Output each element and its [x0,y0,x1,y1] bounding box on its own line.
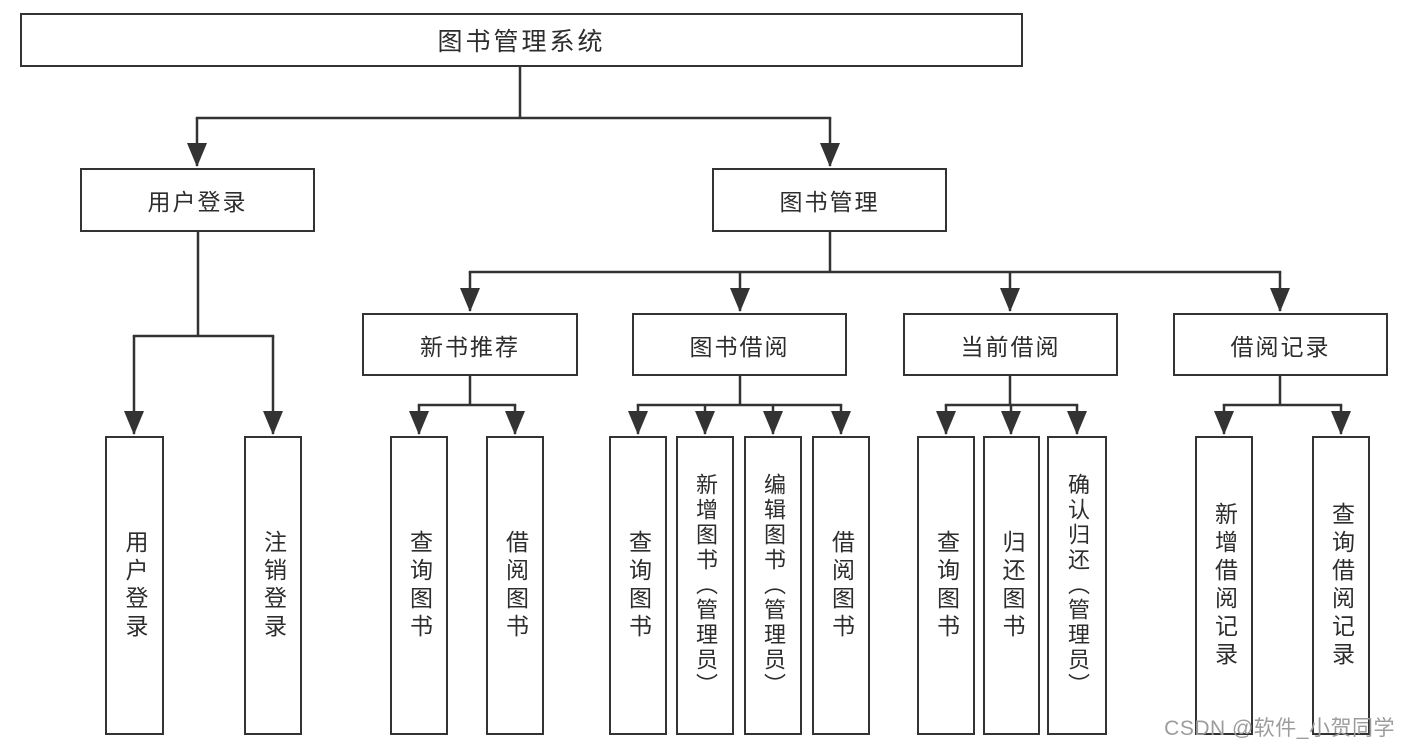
node-label: 归还图书 [999,529,1025,642]
node-book-borrowing: 图书借阅 [632,313,847,376]
node-borrowing-records: 借阅记录 [1173,313,1388,376]
leaf-bb-query-books: 查询图书 [609,436,667,735]
leaf-br-add-borrow-record: 新增借阅记录 [1195,436,1253,735]
node-label: 新增借阅记录 [1211,501,1238,670]
leaf-logout-login: 注销登录 [244,436,302,735]
leaf-bb-borrow-books: 借阅图书 [812,436,870,735]
node-label: 查询图书 [933,529,960,642]
node-label: 确认归还（管理员） [1065,473,1090,698]
node-label: 用户登录 [147,189,248,215]
leaf-user-login: 用户登录 [105,436,164,735]
node-library-system: 图书管理系统 [20,13,1023,67]
node-label: 借阅图书 [828,529,855,642]
node-label: 当前借阅 [960,333,1061,360]
leaf-cb-confirm-return-admin: 确认归还（管理员） [1047,436,1107,735]
node-label: 注销登录 [260,529,287,642]
node-label: 借阅图书 [502,529,529,642]
node-user-login: 用户登录 [80,168,315,232]
node-label: 新书推荐 [420,333,520,360]
node-label: 编辑图书（管理员） [761,473,786,698]
node-label: 查询图书 [625,529,652,642]
node-label: 图书管理系统 [437,28,606,56]
node-current-borrowing: 当前借阅 [903,313,1118,376]
leaf-nbr-query-books: 查询图书 [390,436,448,735]
leaf-bb-edit-book-admin: 编辑图书（管理员） [744,436,802,735]
node-label: 查询借阅记录 [1328,501,1355,670]
leaf-cb-return-books: 归还图书 [983,436,1040,735]
leaf-br-query-borrow-record: 查询借阅记录 [1312,436,1370,735]
leaf-bb-add-book-admin: 新增图书（管理员） [676,436,734,735]
node-label: 查询图书 [406,529,433,642]
node-label: 图书管理 [779,189,880,215]
arrowheads [124,118,1351,435]
node-label: 新增图书（管理员） [693,473,718,698]
watermark: CSDN @软件_小贺同学 [1164,717,1395,740]
node-label: 图书借阅 [689,333,790,360]
leaf-nbr-borrow-books: 借阅图书 [486,436,544,735]
node-book-management: 图书管理 [712,168,947,232]
node-new-book-recommendation: 新书推荐 [362,313,578,376]
leaf-cb-query-books: 查询图书 [917,436,975,735]
node-label: 借阅记录 [1230,333,1331,360]
node-label: 用户登录 [122,529,148,642]
